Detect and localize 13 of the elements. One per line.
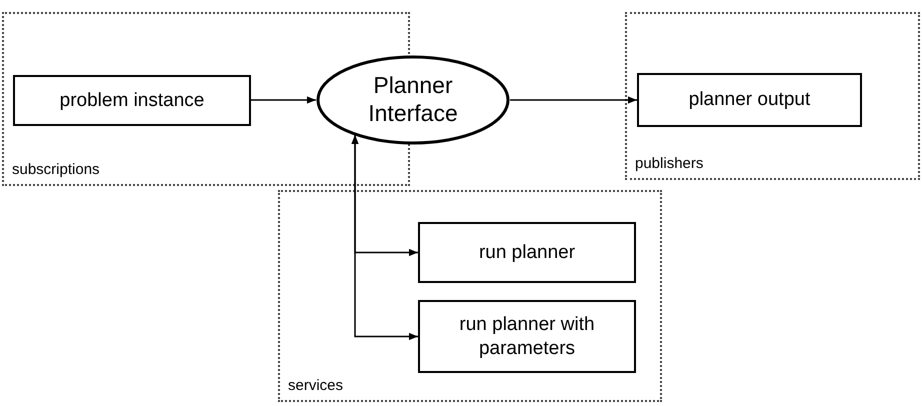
process-box: problem instance <box>13 75 251 126</box>
region-label: services <box>288 377 344 394</box>
region-label: publishers <box>635 155 704 172</box>
arrow <box>510 96 637 104</box>
process-box: run planner <box>418 222 636 283</box>
node-label: Planner Interface <box>367 72 459 128</box>
arrow <box>251 96 316 104</box>
arrow <box>351 135 418 340</box>
publishers-region <box>625 12 920 180</box>
services-region <box>278 190 662 402</box>
process-box: run planner with parameters <box>418 300 636 373</box>
process-box: planner output <box>637 73 862 127</box>
region-label: subscriptions <box>12 161 100 178</box>
